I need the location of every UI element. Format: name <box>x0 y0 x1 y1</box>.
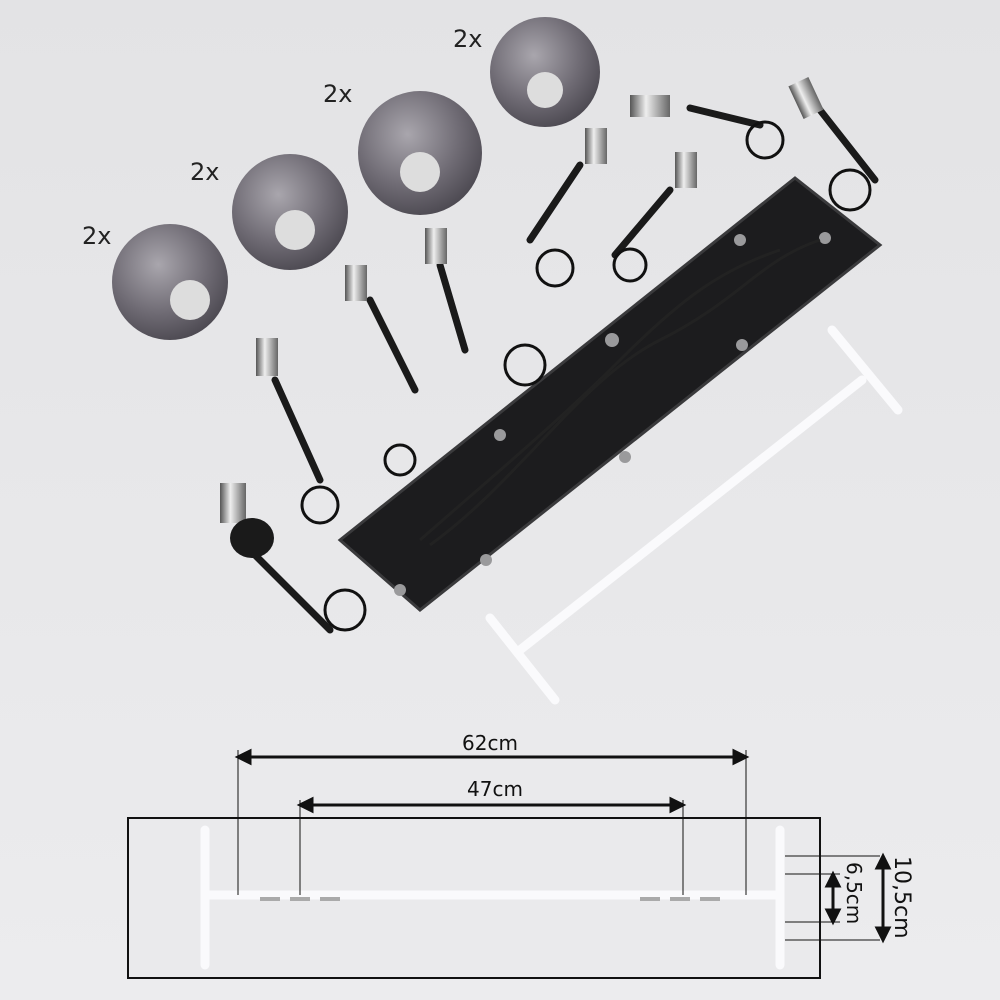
lamp-arms <box>251 104 879 634</box>
quantity-label: 2x <box>82 222 112 250</box>
dimension-outer-width: 62cm <box>462 731 518 755</box>
diagram-bracket <box>200 825 785 970</box>
dimension-arrows <box>234 748 892 944</box>
quantity-label: 2x <box>323 80 353 108</box>
quantity-label: 2x <box>190 158 220 186</box>
wall-plate <box>230 518 274 558</box>
diagram-slots <box>260 897 720 901</box>
dimension-inner-width: 47cm <box>467 777 523 801</box>
glass-globe <box>232 154 348 270</box>
glass-globe <box>112 224 228 340</box>
glass-globe <box>490 17 600 127</box>
quantity-label: 2x <box>453 25 483 53</box>
coiled-cables <box>300 120 872 632</box>
glass-globe <box>358 91 482 215</box>
dimension-inner-height: 6,5cm <box>842 862 866 925</box>
dimension-lines <box>237 750 880 941</box>
dimension-outer-height: 10,5cm <box>889 856 914 939</box>
mounting-bracket <box>485 325 903 705</box>
cables <box>419 238 821 547</box>
canopy-plate <box>337 176 883 612</box>
canopy-screws <box>394 232 831 596</box>
chrome-sockets <box>220 77 824 523</box>
